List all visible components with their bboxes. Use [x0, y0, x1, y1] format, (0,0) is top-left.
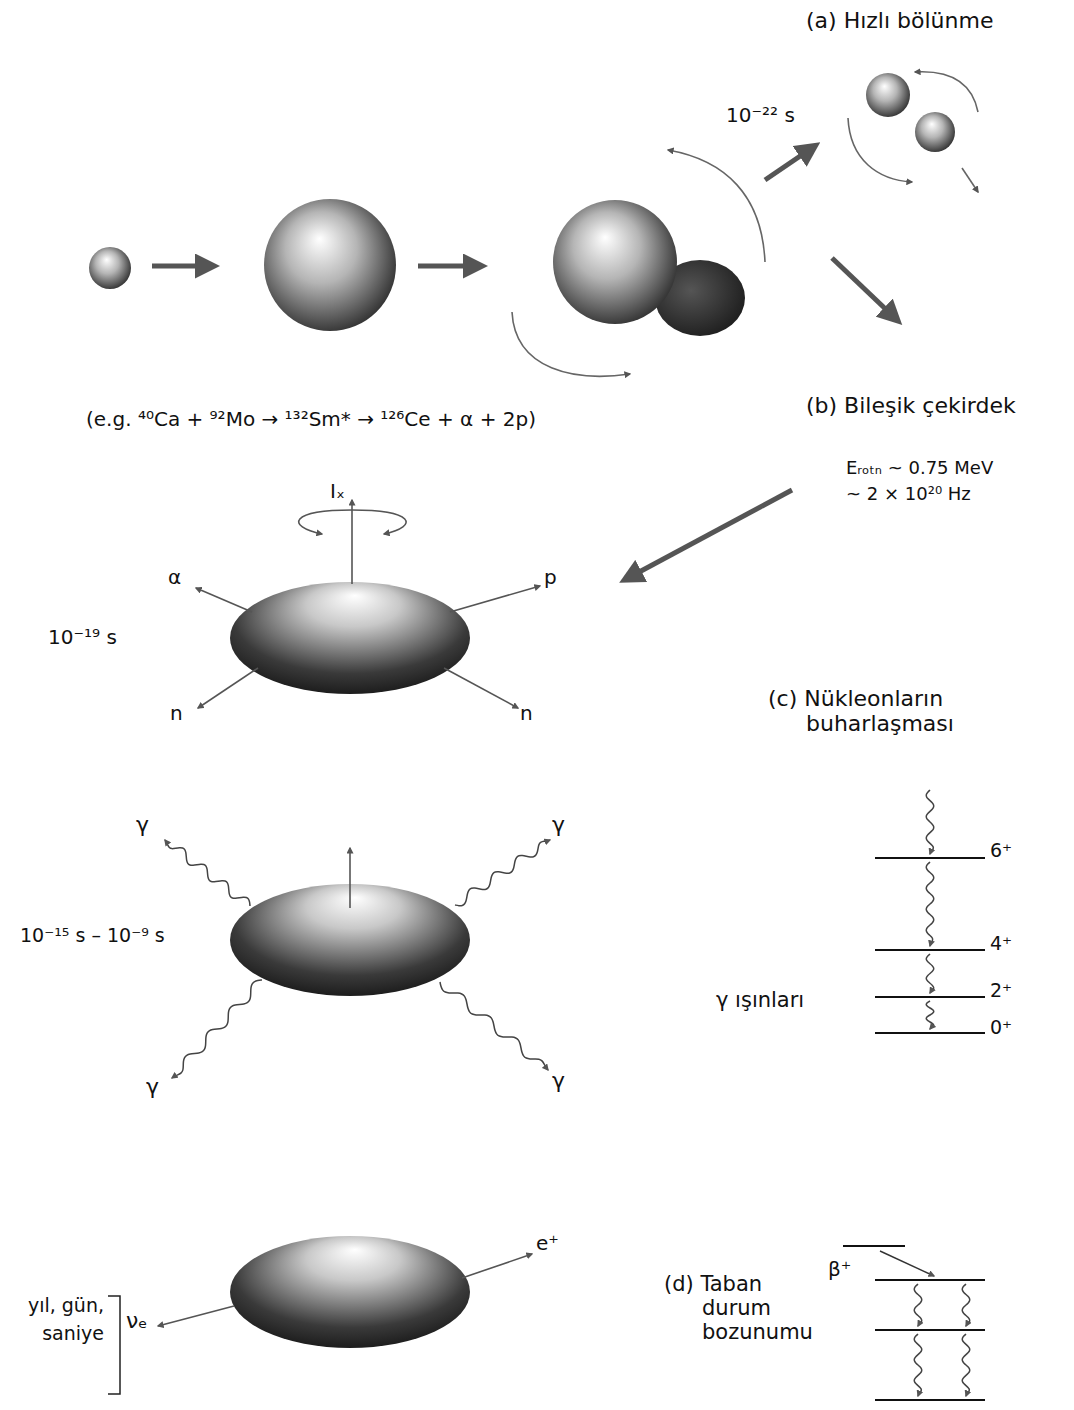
particle-label: p — [544, 566, 574, 589]
particle-arrow — [444, 668, 518, 708]
positron-label: e⁺ — [536, 1232, 576, 1255]
level-line — [875, 996, 985, 998]
particle-arrow — [450, 586, 540, 612]
gamma-ray — [962, 1284, 969, 1326]
gamma-nucleus — [165, 840, 550, 1078]
beta-arrow — [880, 1251, 934, 1276]
gamma-ray — [172, 980, 262, 1078]
positron-arrow — [462, 1254, 532, 1278]
gamma-ray — [926, 862, 933, 946]
level-scheme — [875, 790, 985, 1033]
particle-label: n — [520, 702, 550, 725]
level-line — [875, 1329, 985, 1331]
frequency-label: ~ 2 × 10²⁰ Hz — [846, 484, 1066, 505]
level-line — [843, 1245, 905, 1247]
arrow — [765, 148, 812, 180]
nucleus-row — [89, 72, 978, 578]
deformed-nucleus — [230, 582, 470, 694]
particle-arrow — [196, 588, 252, 612]
section-label: (a) Hızlı bölünme — [806, 8, 1068, 33]
level-line — [875, 1399, 985, 1401]
evaporation-nucleus — [196, 500, 540, 708]
spin-parity: 0⁺ — [990, 1017, 1030, 1039]
time-label: 10⁻²² s — [726, 104, 836, 127]
energy-label: Eᵣₒₜₙ ~ 0.75 MeV — [846, 458, 1066, 479]
rotation-arrow — [668, 150, 765, 262]
gamma-label: γ ışınları — [716, 988, 866, 1012]
spin-parity: 4⁺ — [990, 933, 1030, 955]
fragment-sphere — [915, 112, 955, 152]
gamma-ray — [926, 790, 933, 854]
projectile-sphere — [89, 247, 131, 289]
section-label: (c) Nükleonların buharlaşması — [768, 686, 1068, 737]
rotation-arrow — [848, 118, 912, 182]
gamma-ray — [914, 1284, 921, 1326]
section-label: (b) Bileşik çekirdek — [806, 393, 1024, 418]
particle-label: α — [168, 566, 198, 589]
neutrino-arrow — [158, 1306, 234, 1326]
level-line — [875, 1032, 985, 1034]
neutrino-label: νₑ — [126, 1308, 166, 1333]
arrow — [962, 168, 978, 192]
gamma-ray — [440, 982, 548, 1070]
section-label: (d) Taban durum bozunumu — [664, 1272, 832, 1344]
spin-axis — [351, 500, 353, 584]
target-sphere — [264, 199, 396, 331]
deformed-nucleus — [230, 1236, 470, 1348]
fragment-sphere — [866, 73, 910, 117]
time-label: 10⁻¹⁵ s – 10⁻⁹ s — [20, 925, 220, 947]
spin-parity: 6⁺ — [990, 840, 1030, 862]
gamma-label: γ — [552, 812, 582, 837]
time-label: yıl, gün, saniye — [18, 1292, 104, 1347]
beta-nucleus — [108, 1236, 985, 1400]
bracket — [108, 1296, 120, 1394]
spin-axis — [349, 848, 351, 908]
spin-loop — [299, 510, 406, 534]
reaction-equation: (e.g. ⁴⁰Ca + ⁹²Mo → ¹³²Sm* → ¹²⁶Ce + α +… — [86, 408, 746, 431]
decay-label: β⁺ — [828, 1258, 868, 1281]
arrow — [418, 264, 478, 269]
gamma-ray — [914, 1334, 921, 1396]
rotation-arrow — [915, 72, 978, 112]
particle-label: n — [170, 702, 200, 725]
compound-sphere — [553, 200, 677, 324]
time-label: 10⁻¹⁹ s — [48, 626, 158, 649]
rotation-arrow — [512, 312, 630, 376]
spin-label: Iₓ — [330, 480, 370, 503]
level-line — [875, 857, 985, 859]
gamma-ray — [926, 1001, 933, 1029]
gamma-label: γ — [146, 1074, 176, 1099]
arrow — [152, 264, 210, 269]
gamma-ray — [926, 954, 933, 993]
gamma-label: γ — [552, 1068, 582, 1093]
spin-parity: 2⁺ — [990, 980, 1030, 1002]
gamma-ray — [165, 840, 250, 906]
arrow — [832, 258, 895, 318]
gamma-ray — [455, 840, 550, 906]
gamma-ray — [962, 1334, 969, 1396]
arrow — [628, 490, 792, 578]
level-line — [875, 949, 985, 951]
particle-arrow — [198, 668, 258, 708]
level-line — [875, 1279, 985, 1281]
gamma-label: γ — [136, 812, 166, 837]
